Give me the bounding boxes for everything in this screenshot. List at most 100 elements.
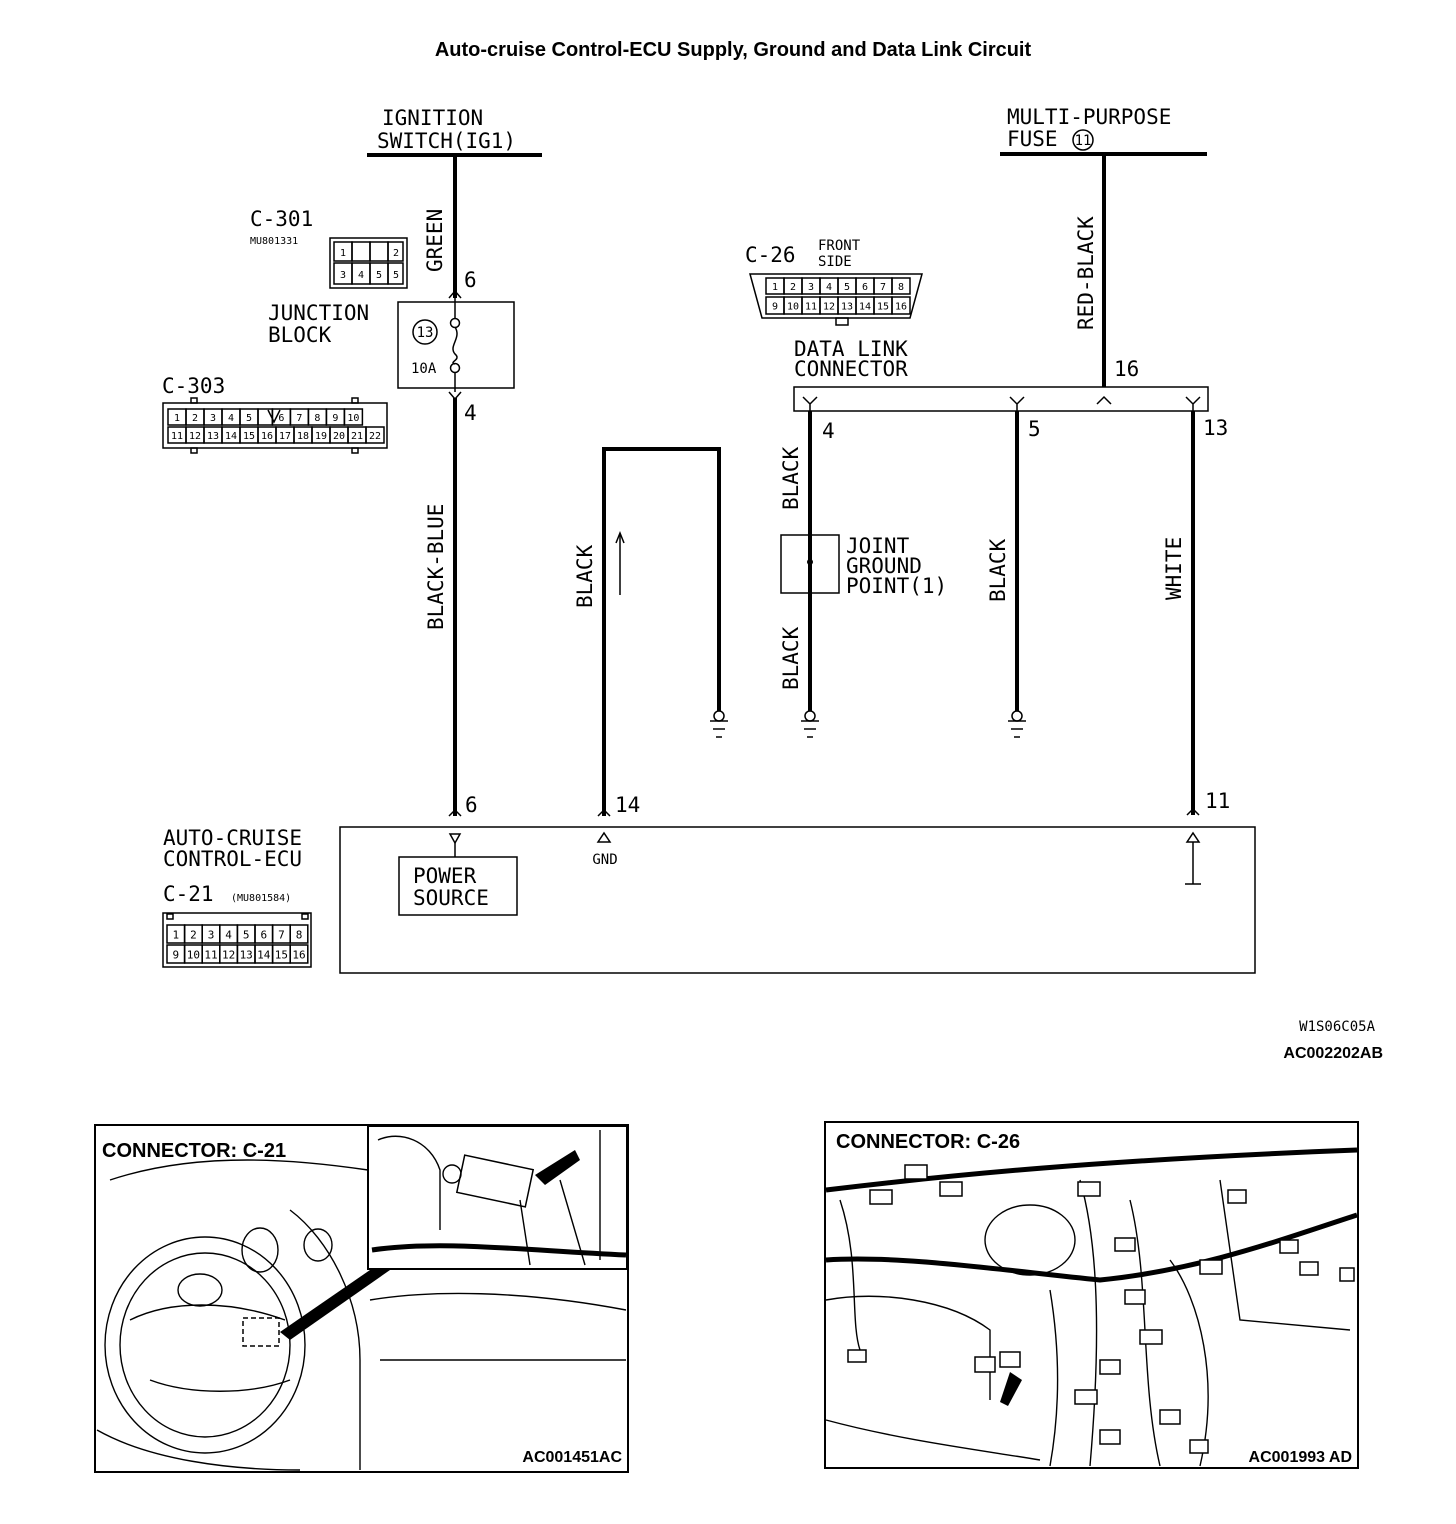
- c21-pin-number: 12: [222, 948, 235, 961]
- c301-pin: 3: [340, 270, 346, 281]
- black-ground-label: BLACK: [573, 544, 597, 608]
- c26-pin-number: 16: [895, 302, 907, 313]
- multi-purpose-fuse-source: MULTI-PURPOSE FUSE 11: [1000, 105, 1207, 156]
- c303-pin-number: 1: [174, 413, 180, 424]
- c21-label: C-21: [163, 882, 214, 906]
- c303-pin-number: 21: [351, 431, 363, 442]
- green-wire-label: GREEN: [423, 209, 447, 272]
- c303-pin-number: 5: [246, 413, 252, 424]
- c26-pin-number: 9: [772, 302, 778, 313]
- fuse-element-icon: [452, 326, 458, 365]
- c303-pin-number: 11: [171, 431, 183, 442]
- ground-symbol-icon: [1008, 710, 1026, 738]
- figure-code: AC002202AB: [1283, 1045, 1383, 1062]
- c21-pin-number: 6: [260, 928, 267, 941]
- dlc-label-line1: DATA LINK: [794, 337, 908, 361]
- leader-arrow-icon: [280, 1270, 390, 1340]
- c26-pin-number: 5: [844, 282, 850, 293]
- auto-cruise-ecu: AUTO-CRUISE CONTROL-ECU 6 14 11 POWER SO…: [163, 789, 1256, 974]
- c21-pin-number: 2: [190, 928, 197, 941]
- c21-pin-number: 13: [240, 948, 253, 961]
- c21-part-number: (MU801584): [231, 893, 291, 904]
- dlc-pin-13: 13: [1203, 416, 1228, 440]
- joint-ground-line3: POINT(1): [846, 574, 947, 598]
- locator-arrow-icon: [1000, 1372, 1022, 1406]
- c303-pin-number: 4: [228, 413, 234, 424]
- c21-pin-number: 8: [296, 928, 303, 941]
- fuse-number-circle: [1072, 129, 1094, 151]
- c21-pin-number: 14: [257, 948, 271, 961]
- c303-pin-number: 8: [314, 413, 320, 424]
- joint-ground-line1: JOINT: [846, 534, 910, 558]
- c21-pin-number: 16: [292, 948, 305, 961]
- c303-pin-number: 7: [296, 413, 302, 424]
- left-photo-code: AC001451AC: [522, 1449, 622, 1466]
- junction-pin-out: 4: [464, 401, 477, 425]
- ecu-label-line2: CONTROL-ECU: [163, 847, 302, 871]
- c303-pin-number: 14: [225, 431, 237, 442]
- c21-pin-number: 4: [225, 928, 232, 941]
- c301-pin: 5: [393, 270, 399, 281]
- red-black-label: RED-BLACK: [1074, 216, 1098, 330]
- c303-pin-cell: [365, 426, 385, 444]
- c21-pin-number: 11: [204, 948, 217, 961]
- dlc-pin5-black-label: BLACK: [986, 538, 1010, 602]
- c26-pin-number: 1: [772, 282, 778, 293]
- c26-pin-number: 12: [823, 302, 835, 313]
- data-link-connector: DATA LINK CONNECTOR 4 5 13: [793, 337, 1228, 443]
- c26-pin-number: 2: [790, 282, 796, 293]
- c303-pin-number: 22: [369, 431, 381, 442]
- ground-symbol-icon: [710, 710, 728, 738]
- c303-pin-number: 10: [347, 413, 359, 424]
- c26-pin-number: 11: [805, 302, 817, 313]
- left-photo-title: CONNECTOR: C-21: [102, 1140, 286, 1162]
- black-blue-label: BLACK-BLUE: [424, 504, 448, 630]
- junction-label-line2: BLOCK: [268, 323, 332, 347]
- right-photo-code: AC001993 AD: [1249, 1449, 1352, 1466]
- c26-pin-number: 10: [787, 302, 799, 313]
- c303-pin-number: 2: [192, 413, 198, 424]
- black-ground-wire: [602, 447, 721, 816]
- c26-connector-highlight: [974, 1356, 996, 1373]
- c26-pin-number: 4: [826, 282, 832, 293]
- c21-pin-number: 15: [275, 948, 288, 961]
- c303-pin-number: 12: [189, 431, 201, 442]
- dlc-pin4-black-label-upper: BLACK: [779, 446, 803, 510]
- c21-pin-number: 9: [172, 948, 179, 961]
- power-source-line1: POWER: [413, 864, 477, 888]
- c303-pin-number: 16: [261, 431, 273, 442]
- c303-pin-number: 18: [297, 431, 309, 442]
- fuse-13-circle: [412, 319, 438, 345]
- c303-pin-number: 15: [243, 431, 255, 442]
- steering-wheel-sketch: [96, 1159, 627, 1471]
- inset-arrow-icon: [535, 1150, 580, 1185]
- power-source-box: [398, 856, 518, 916]
- ecu-pin-6: 6: [465, 793, 478, 817]
- c26-pin-number: 8: [898, 282, 904, 293]
- fuse-13-number: 13: [417, 325, 434, 341]
- c26-pin-cell: [891, 277, 911, 295]
- c21-pin-number: 7: [278, 928, 285, 941]
- c26-side-line2: SIDE: [818, 254, 852, 270]
- c301-part-number: MU801331: [250, 236, 298, 247]
- ignition-switch-source: IGNITION SWITCH(IG1): [367, 106, 542, 157]
- c303-pin-number: 13: [207, 431, 219, 442]
- c21-pin-number: 5: [243, 928, 250, 941]
- ecu-label-line1: AUTO-CRUISE: [163, 826, 302, 850]
- joint-ground-point: JOINT GROUND POINT(1): [780, 534, 947, 598]
- c301-pin: 4: [358, 270, 364, 281]
- c303-pin-cell: [343, 408, 364, 426]
- c26-pin-cell: [891, 296, 911, 315]
- c303-pin-number: 6: [278, 413, 284, 424]
- ignition-label-line1: IGNITION: [382, 106, 483, 130]
- c21-connector-highlight: [242, 1317, 280, 1347]
- c26-side-line1: FRONT: [818, 238, 861, 254]
- c26-pin-number: 3: [808, 282, 814, 293]
- c21-inset-sketch: [371, 1130, 627, 1266]
- dlc-pin-4: 4: [822, 419, 835, 443]
- c26-location-illustration: CONNECTOR: C-26 AC001993 AD: [824, 1121, 1359, 1469]
- c303-pin-number: 3: [210, 413, 216, 424]
